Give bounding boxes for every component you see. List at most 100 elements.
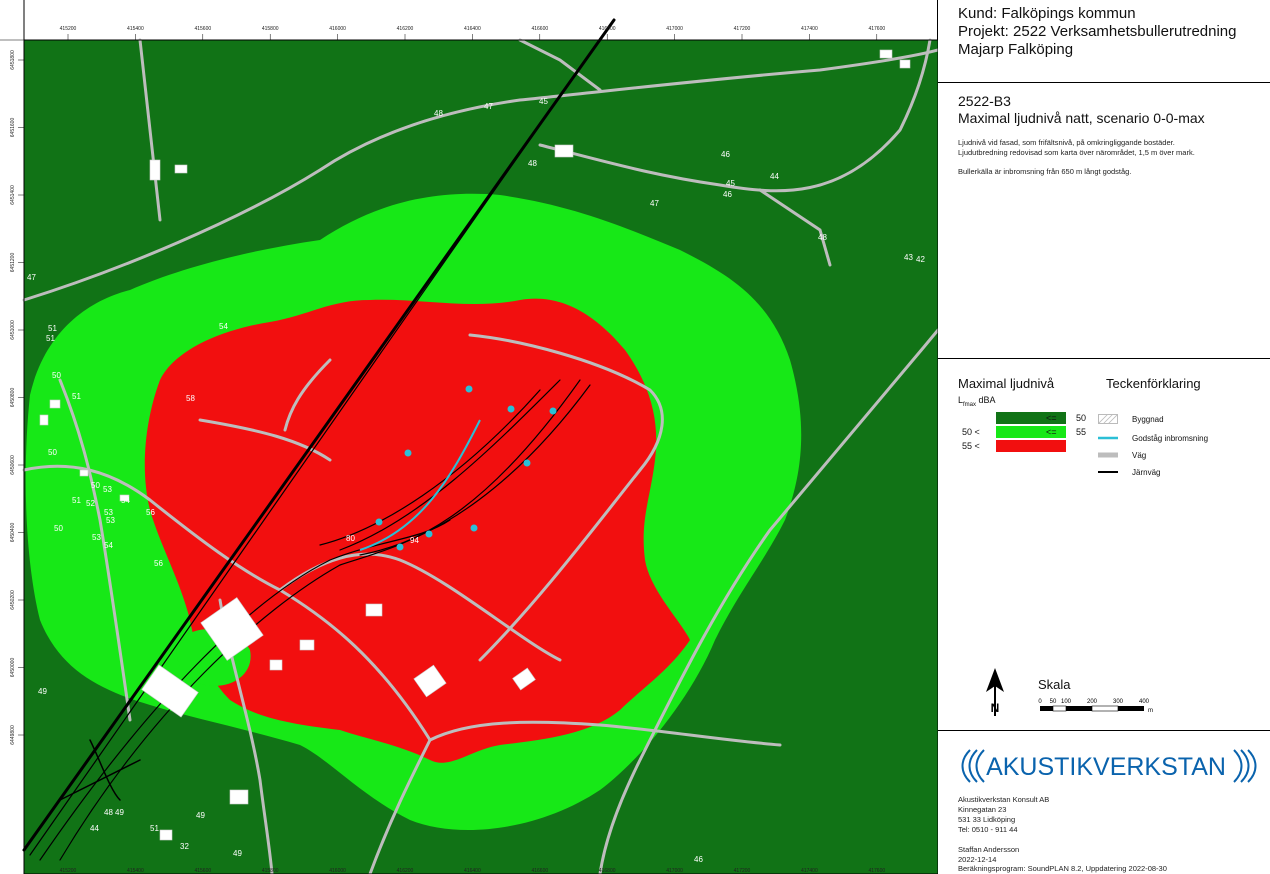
- receiver-label: 53: [92, 533, 101, 542]
- easting-tick-label: 415200: [60, 26, 77, 32]
- receiver-label: 54: [104, 541, 113, 550]
- roads: [22, 38, 938, 874]
- easting-tick-label: 416800: [599, 868, 616, 874]
- svg-text:AKUSTIKVERKSTAN: AKUSTIKVERKSTAN: [986, 753, 1226, 781]
- report-desc-3: Bullerkälla är inbromsning från 650 m lå…: [958, 167, 1132, 176]
- software-info: Beräkningsprogram: SoundPLAN 8.2, Uppdat…: [958, 864, 1167, 873]
- easting-tick-label: 417400: [801, 868, 818, 874]
- source-points: [375, 385, 557, 551]
- report-title: Maximal ljudnivå natt, scenario 0-0-max: [958, 110, 1205, 126]
- receiver-label: 50: [48, 448, 57, 457]
- easting-tick-label: 415600: [194, 868, 211, 874]
- receiver-label: 51: [72, 496, 81, 505]
- easting-tick-label: 416600: [531, 868, 548, 874]
- scale-title: Skala: [1038, 677, 1071, 692]
- easting-tick-label: 416600: [531, 26, 548, 32]
- akustikverkstan-logo: AKUSTIKVERKSTAN: [961, 749, 1257, 783]
- easting-tick-label: 417400: [801, 26, 818, 32]
- company-name: Akustikverkstan Konsult AB: [958, 795, 1050, 804]
- receiver-label: 45: [726, 179, 735, 188]
- receiver-label: 94: [410, 536, 419, 545]
- easting-tick-label: 416000: [329, 868, 346, 874]
- receiver-label: 56: [154, 559, 163, 568]
- receiver-label: 47: [27, 273, 36, 282]
- key-road-label: Väg: [1132, 450, 1147, 460]
- receiver-label: 49: [233, 849, 242, 858]
- northing-tick-label: 6450800: [10, 388, 16, 408]
- receiver-label: 51: [48, 324, 57, 333]
- company-phone: Tel: 0510 - 911 44: [958, 825, 1018, 834]
- northing-tick-label: 6450200: [10, 590, 16, 610]
- receiver-label: 48: [528, 159, 537, 168]
- receiver-label: 42: [916, 255, 925, 264]
- key-title: Teckenförklaring: [1106, 376, 1201, 391]
- receiver-label: 44: [90, 824, 99, 833]
- road-line-icon: [1098, 452, 1118, 458]
- project-title: Projekt: 2522 Verksamhetsbullerutredning: [958, 23, 1237, 40]
- easting-tick-label: 417200: [734, 26, 751, 32]
- receiver-label: 47: [484, 102, 493, 111]
- report-date: 2022-12-14: [958, 855, 997, 864]
- godstag-line-icon: [1098, 436, 1118, 440]
- building-hatch-icon: [1098, 414, 1118, 424]
- receiver-label: 48: [104, 808, 113, 817]
- scale-label: 400: [1139, 699, 1150, 705]
- divider: [938, 730, 1270, 731]
- company-city: 531 33 Lidköping: [958, 815, 1016, 824]
- northing-tick-label: 6450000: [10, 658, 16, 678]
- report-desc-2: Ljudutbredning redovisad som karta över …: [958, 148, 1195, 157]
- receiver-label: 54: [121, 496, 130, 505]
- legend-unit: Lfmax dBA: [958, 395, 996, 408]
- scale-label: 100: [1061, 699, 1072, 705]
- receiver-label: 43: [904, 253, 913, 262]
- svg-text:m: m: [1148, 708, 1153, 714]
- scale-label: 0: [1038, 699, 1042, 705]
- easting-tick-label: 416400: [464, 868, 481, 874]
- easting-tick-label: 415200: [60, 868, 77, 874]
- northing-tick-label: 6450600: [10, 455, 16, 475]
- key-godstag: Godståg inbromsning: [1098, 432, 1208, 444]
- northing-tick-label: 6451400: [10, 185, 16, 205]
- receiver-label: 47: [650, 199, 659, 208]
- easting-tick-label: 416200: [397, 26, 414, 32]
- northing-tick-label: 6449800: [10, 725, 16, 745]
- easting-tick-label: 415400: [127, 26, 144, 32]
- legend-row-lower: 55 <: [962, 441, 980, 451]
- company-street: Kinnegatan 23: [958, 805, 1007, 814]
- scale-label: 50: [1050, 699, 1057, 705]
- easting-tick-label: 417000: [666, 868, 683, 874]
- easting-tick-label: 415600: [194, 26, 211, 32]
- svg-text:N: N: [991, 701, 1000, 715]
- easting-tick-label: 416400: [464, 26, 481, 32]
- divider: [938, 82, 1270, 83]
- receiver-label: 50: [91, 481, 100, 490]
- legend-row-lower: 50 <: [962, 427, 980, 437]
- northing-tick-label: 6451200: [10, 253, 16, 273]
- northing-ticks-left: 6451800645160064514006451200645100064508…: [10, 50, 24, 745]
- key-railway: Järnväg: [1098, 466, 1160, 478]
- legend-swatch: [996, 412, 1066, 424]
- easting-tick-label: 415800: [262, 868, 279, 874]
- northing-tick-label: 6451000: [10, 320, 16, 340]
- legend-panel: Kund: Falköpings kommun Projekt: 2522 Ve…: [938, 0, 1270, 874]
- receiver-label: 51: [72, 392, 81, 401]
- report-code: 2522-B3: [958, 93, 1011, 109]
- northing-tick-label: 6450400: [10, 523, 16, 543]
- receiver-label: 49: [38, 687, 47, 696]
- northing-tick-label: 6451800: [10, 50, 16, 70]
- receiver-label: 48: [434, 109, 443, 118]
- easting-tick-label: 417200: [734, 868, 751, 874]
- receiver-label: 32: [180, 842, 189, 851]
- scale-label: 200: [1087, 699, 1098, 705]
- receiver-label: 44: [770, 172, 779, 181]
- north-arrow-icon: N: [986, 668, 1004, 716]
- author: Staffan Andersson: [958, 845, 1020, 854]
- receiver-label: 52: [86, 499, 95, 508]
- key-railway-label: Järnväg: [1132, 467, 1161, 477]
- receiver-label: 54: [219, 322, 228, 331]
- legend-row-operator: <=: [1046, 427, 1057, 437]
